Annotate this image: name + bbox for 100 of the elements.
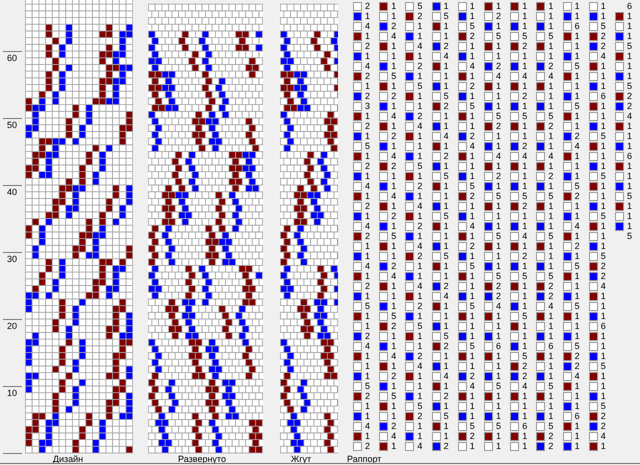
bead-count: 1 bbox=[417, 261, 422, 271]
bead-count: 1 bbox=[444, 111, 449, 121]
bead-count: 1 bbox=[365, 241, 370, 251]
bead-count: 2 bbox=[391, 321, 396, 331]
bead-count: 5 bbox=[574, 261, 580, 271]
bead-count: 4 bbox=[391, 111, 396, 121]
bead-count: 1 bbox=[470, 291, 475, 301]
bead-count: 1 bbox=[574, 91, 580, 101]
bead-count: 2 bbox=[365, 121, 370, 131]
bead-count: 2 bbox=[470, 81, 475, 91]
bead-count: 1 bbox=[574, 151, 580, 161]
bead-count: 2 bbox=[391, 91, 396, 101]
bead-count: 2 bbox=[444, 441, 449, 451]
bead-count: 1 bbox=[522, 221, 528, 231]
bead-count: 5 bbox=[417, 401, 422, 411]
panel-caption: Раппорт bbox=[347, 454, 382, 464]
bead-count: 1 bbox=[496, 331, 502, 341]
bead-count: 5 bbox=[417, 321, 422, 331]
bead-count: 2 bbox=[365, 281, 370, 291]
bead-count: 1 bbox=[548, 391, 554, 401]
bead-count: 4 bbox=[417, 361, 422, 371]
bead-count: 1 bbox=[365, 151, 370, 161]
bead-count: 4 bbox=[496, 301, 502, 311]
bead-count: 5 bbox=[470, 181, 475, 191]
bead-count: 1 bbox=[391, 141, 396, 151]
bead-count: 1 bbox=[600, 121, 606, 131]
bead-count: 1 bbox=[600, 191, 606, 201]
bead-count: 5 bbox=[627, 81, 632, 91]
bead-count: 1 bbox=[470, 91, 475, 101]
bead-count: 2 bbox=[391, 161, 396, 171]
bead-count: 1 bbox=[548, 331, 554, 341]
bead-count: 2 bbox=[600, 261, 606, 271]
bead-count: 1 bbox=[574, 381, 580, 391]
bead-count: 1 bbox=[365, 111, 370, 121]
bead-count: 1 bbox=[391, 51, 396, 61]
bead-count: 1 bbox=[496, 441, 502, 451]
bead-count: 1 bbox=[470, 351, 475, 361]
bead-count: 5 bbox=[600, 251, 606, 261]
bead-count: 2 bbox=[548, 431, 554, 441]
bead-count: 4 bbox=[365, 421, 370, 431]
bead-count: 1 bbox=[470, 271, 475, 281]
bead-count: 1 bbox=[522, 11, 528, 21]
bead-count: 4 bbox=[391, 31, 396, 41]
bead-count: 5 bbox=[574, 301, 580, 311]
bead-count: 1 bbox=[600, 221, 606, 231]
bead-count: 5 bbox=[548, 31, 554, 41]
bead-count: 4 bbox=[470, 221, 475, 231]
bead-count: 1 bbox=[548, 101, 554, 111]
bead-count: 1 bbox=[444, 221, 449, 231]
bead-count: 1 bbox=[365, 371, 370, 381]
bead-count: 4 bbox=[574, 221, 580, 231]
bead-count: 5 bbox=[627, 41, 632, 51]
bead-count: 1 bbox=[417, 131, 422, 141]
bead-count: 5 bbox=[391, 391, 396, 401]
bead-count: 1 bbox=[444, 71, 449, 81]
bead-count: 5 bbox=[391, 231, 396, 241]
bead-count: 1 bbox=[496, 361, 502, 371]
bead-count: 4 bbox=[365, 181, 370, 191]
bead-count: 6 bbox=[496, 341, 502, 351]
bead-count: 4 bbox=[548, 301, 554, 311]
bead-count: 1 bbox=[600, 1, 606, 11]
bead-count: 1 bbox=[365, 411, 370, 421]
bead-count: 5 bbox=[548, 271, 554, 281]
bead-count: 1 bbox=[627, 201, 632, 211]
bead-count: 1 bbox=[496, 311, 502, 321]
bead-count: 1 bbox=[600, 71, 606, 81]
bead-count: 5 bbox=[627, 231, 632, 241]
bead-count: 4 bbox=[496, 151, 502, 161]
bead-count: 2 bbox=[548, 441, 554, 451]
bead-count: 1 bbox=[417, 291, 422, 301]
bead-count: 1 bbox=[600, 291, 606, 301]
bead-count: 1 bbox=[600, 111, 606, 121]
bead-count: 2 bbox=[365, 1, 370, 11]
bead-count: 2 bbox=[548, 171, 554, 181]
bead-count: 5 bbox=[444, 91, 449, 101]
bead-count: 1 bbox=[627, 221, 632, 231]
bead-count: 2 bbox=[365, 391, 370, 401]
bead-count: 1 bbox=[496, 161, 502, 171]
bead-count: 1 bbox=[391, 381, 396, 391]
bead-count: 2 bbox=[600, 41, 606, 51]
bead-count: 1 bbox=[522, 331, 528, 341]
bead-count: 4 bbox=[444, 51, 449, 61]
bead-count: 1 bbox=[496, 181, 502, 191]
row-number: 60 bbox=[7, 53, 18, 63]
bead-count: 4 bbox=[417, 281, 422, 291]
bead-count: 1 bbox=[470, 331, 475, 341]
bead-count: 1 bbox=[574, 271, 580, 281]
bead-count: 5 bbox=[417, 161, 422, 171]
bead-count: 1 bbox=[391, 121, 396, 131]
bead-count: 4 bbox=[365, 61, 370, 71]
bead-count: 4 bbox=[548, 71, 554, 81]
bead-count: 5 bbox=[496, 421, 502, 431]
bead-count: 1 bbox=[444, 61, 449, 71]
bead-count: 1 bbox=[470, 411, 475, 421]
bead-count: 1 bbox=[627, 211, 632, 221]
bead-count: 1 bbox=[470, 401, 475, 411]
bead-count: 1 bbox=[470, 111, 475, 121]
bead-count: 2 bbox=[496, 61, 502, 71]
bead-count: 1 bbox=[522, 401, 528, 411]
bead-count: 4 bbox=[574, 371, 580, 381]
